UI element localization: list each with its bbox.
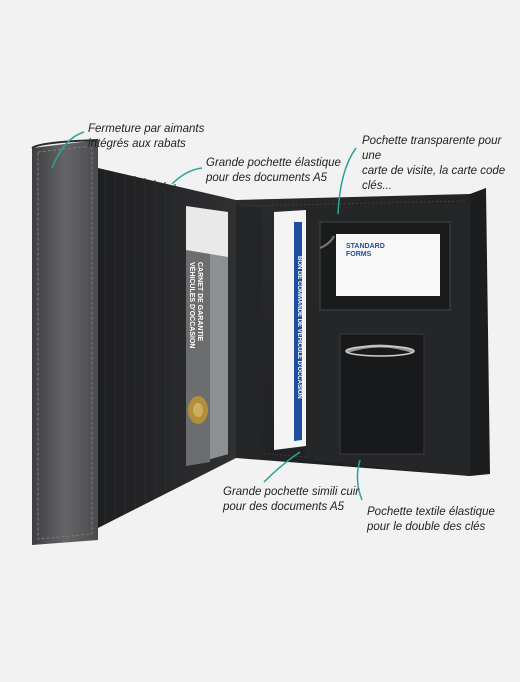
leader-elastic-pocket bbox=[171, 167, 203, 185]
leather-pocket bbox=[236, 206, 262, 458]
callout-closure: Fermeture par aimants intégrés aux rabat… bbox=[88, 123, 205, 150]
callout-key-pocket: Pochette textile élastique pour le doubl… bbox=[367, 506, 495, 533]
card-brand: STANDARD FORMS bbox=[346, 243, 387, 258]
leader-leather-pocket bbox=[263, 451, 301, 483]
leader-card-pocket bbox=[337, 147, 357, 215]
right-form-title: BON DE COMMANDE DE VÉHICULE D'OCCASION bbox=[296, 256, 304, 399]
left-booklet-title: CARNET DE GARANTIE VÉHICULES D'OCCASION bbox=[188, 262, 203, 348]
leader-key-pocket bbox=[356, 459, 363, 501]
callout-leather-pocket: Grande pochette simili cuir pour des doc… bbox=[223, 486, 360, 513]
left-flap bbox=[32, 140, 98, 545]
callout-elastic-pocket: Grande pochette élastique pour des docum… bbox=[206, 157, 341, 184]
leader-closure bbox=[51, 131, 85, 169]
callout-card-pocket: Pochette transparente pour une carte de … bbox=[362, 135, 506, 192]
